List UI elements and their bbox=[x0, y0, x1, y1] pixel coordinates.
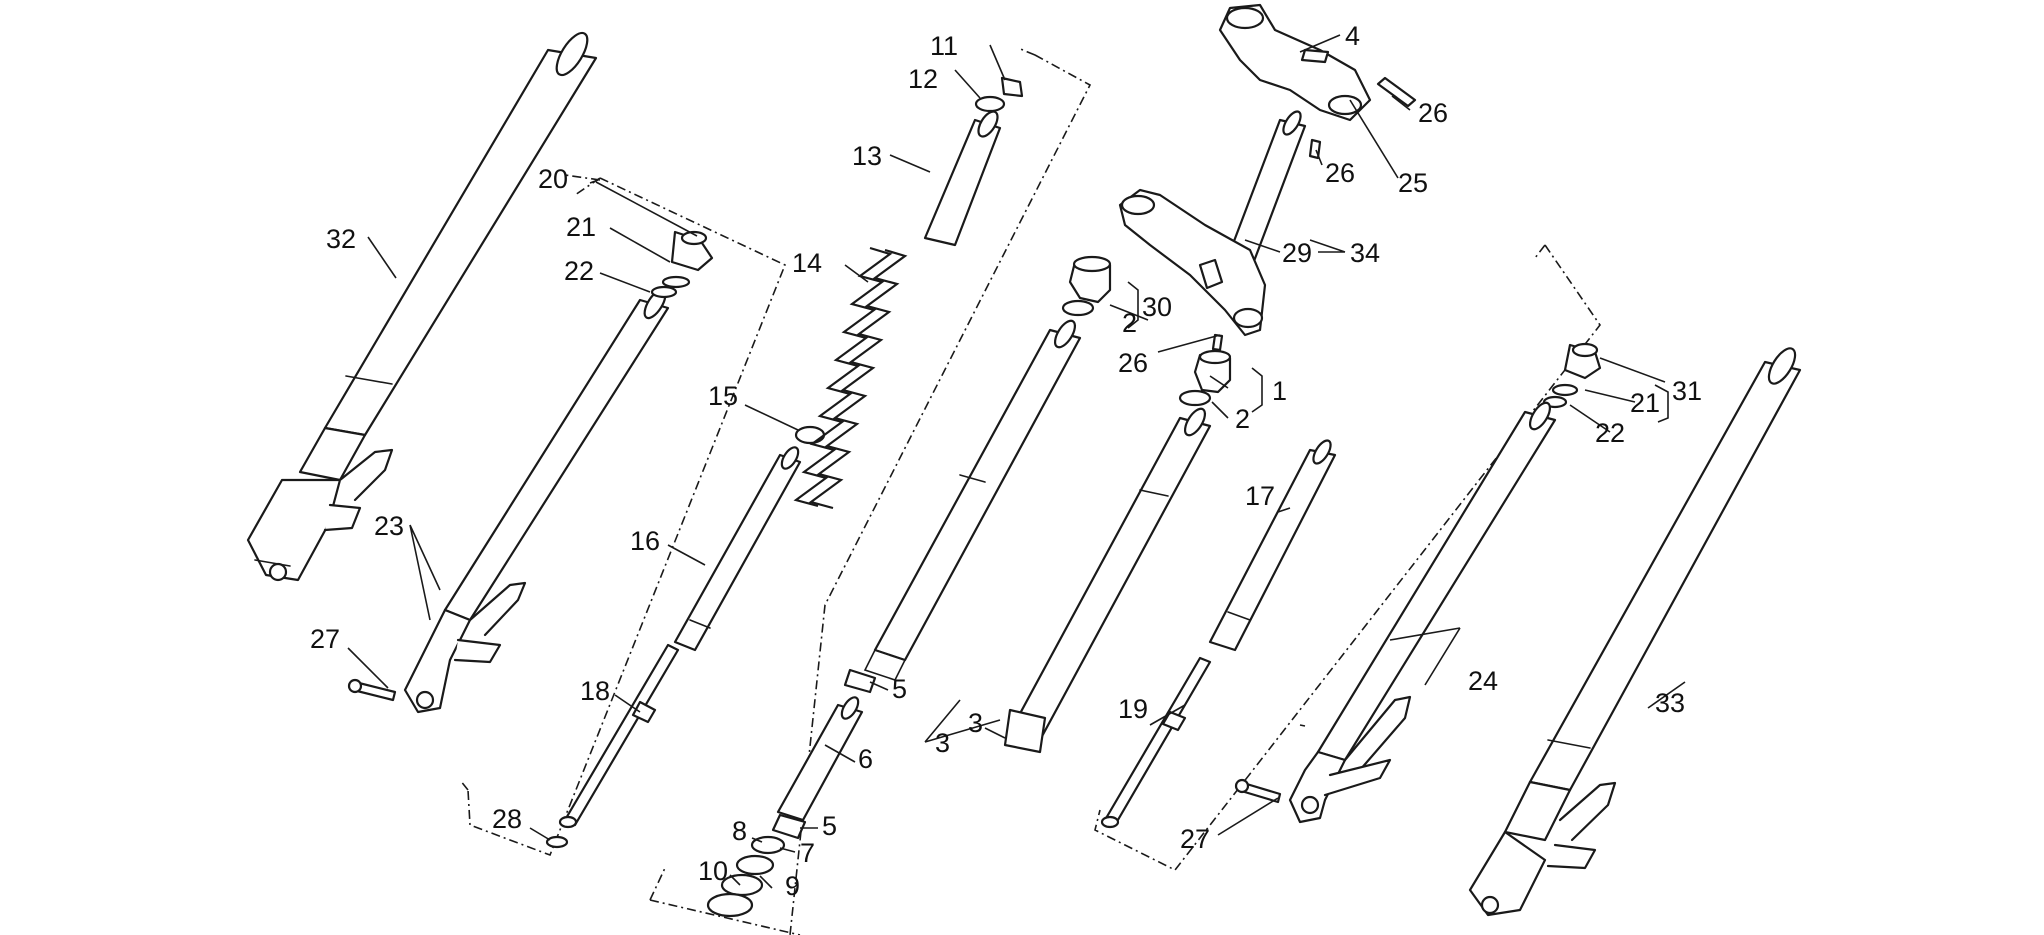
lower-triple-clamp bbox=[1118, 188, 1267, 337]
callout-23: 23 bbox=[374, 511, 404, 541]
callout-22-right: 22 bbox=[1595, 418, 1625, 448]
spacer-tube-13 bbox=[923, 110, 1002, 247]
callout-labels: 32 20 21 22 23 27 16 18 28 15 14 13 12 1… bbox=[310, 21, 1702, 901]
cap-1 bbox=[1178, 333, 1232, 407]
damper-tube-16 bbox=[673, 446, 802, 652]
callout-21-right: 21 bbox=[1630, 388, 1660, 418]
callout-25: 25 bbox=[1398, 168, 1428, 198]
washer-28 bbox=[545, 835, 569, 849]
group-box-center bbox=[649, 47, 1092, 935]
callout-5-lower: 5 bbox=[822, 811, 837, 841]
callout-30: 30 bbox=[1142, 292, 1172, 322]
ring-15 bbox=[794, 425, 826, 445]
callout-15: 15 bbox=[708, 381, 738, 411]
damper-rod-18 bbox=[558, 643, 680, 829]
group-box-right bbox=[1094, 244, 1601, 872]
callout-22: 22 bbox=[564, 256, 594, 286]
cap-31-right bbox=[1542, 342, 1602, 409]
cap-30 bbox=[1061, 255, 1112, 317]
callout-26-top: 26 bbox=[1418, 98, 1448, 128]
callout-1: 1 bbox=[1272, 376, 1287, 406]
callout-29: 29 bbox=[1282, 238, 1312, 268]
upper-triple-clamp bbox=[1218, 3, 1417, 160]
callout-8: 8 bbox=[732, 816, 747, 846]
damper-tube-17 bbox=[1208, 439, 1337, 652]
callout-7: 7 bbox=[800, 838, 815, 868]
callout-12: 12 bbox=[908, 64, 938, 94]
fork-tube-right-inner bbox=[1288, 401, 1557, 824]
callout-31: 31 bbox=[1672, 376, 1702, 406]
callout-10: 10 bbox=[698, 856, 728, 886]
seal-stack-7-10 bbox=[706, 835, 786, 918]
fork-tube-left-inner bbox=[403, 288, 670, 714]
callout-3-a: 3 bbox=[935, 728, 950, 758]
callout-6: 6 bbox=[858, 744, 873, 774]
callout-3-b: 3 bbox=[968, 708, 983, 738]
callout-27-left: 27 bbox=[310, 624, 340, 654]
callout-9: 9 bbox=[785, 871, 800, 901]
damper-rod-19 bbox=[1100, 656, 1212, 829]
cap-20-left bbox=[650, 230, 714, 299]
callout-32: 32 bbox=[326, 224, 356, 254]
callout-21: 21 bbox=[566, 212, 596, 242]
leader-lines bbox=[347, 34, 1686, 889]
callout-11: 11 bbox=[930, 31, 958, 61]
callout-4: 4 bbox=[1345, 21, 1360, 51]
fork-leg-right-outer bbox=[1468, 347, 1802, 917]
spring-14 bbox=[793, 246, 908, 510]
callout-28: 28 bbox=[492, 804, 522, 834]
callout-34: 34 bbox=[1350, 238, 1380, 268]
bolt-27-left bbox=[347, 678, 397, 702]
callout-2-upper: 2 bbox=[1122, 308, 1137, 338]
callout-20: 20 bbox=[538, 164, 568, 194]
callout-26-mid: 26 bbox=[1325, 158, 1355, 188]
callout-2-lower: 2 bbox=[1235, 404, 1250, 434]
slider-tube-3-right bbox=[1003, 407, 1212, 754]
callout-26-lower: 26 bbox=[1118, 348, 1148, 378]
nut-11-washer-12 bbox=[974, 76, 1024, 113]
callout-19: 19 bbox=[1118, 694, 1148, 724]
slider-tube-3-center bbox=[863, 319, 1082, 681]
callout-17: 17 bbox=[1245, 481, 1275, 511]
callout-27-right: 27 bbox=[1180, 824, 1210, 854]
callout-24: 24 bbox=[1468, 666, 1498, 696]
callout-14: 14 bbox=[792, 248, 822, 278]
callout-5-upper: 5 bbox=[892, 674, 907, 704]
callout-33: 33 bbox=[1655, 688, 1685, 718]
lower-tube-6 bbox=[771, 668, 877, 840]
callout-18: 18 bbox=[580, 676, 610, 706]
bolt-27-right bbox=[1234, 778, 1282, 804]
callout-13: 13 bbox=[852, 141, 882, 171]
fork-leg-left-outer bbox=[246, 31, 598, 582]
callout-16: 16 bbox=[630, 526, 660, 556]
